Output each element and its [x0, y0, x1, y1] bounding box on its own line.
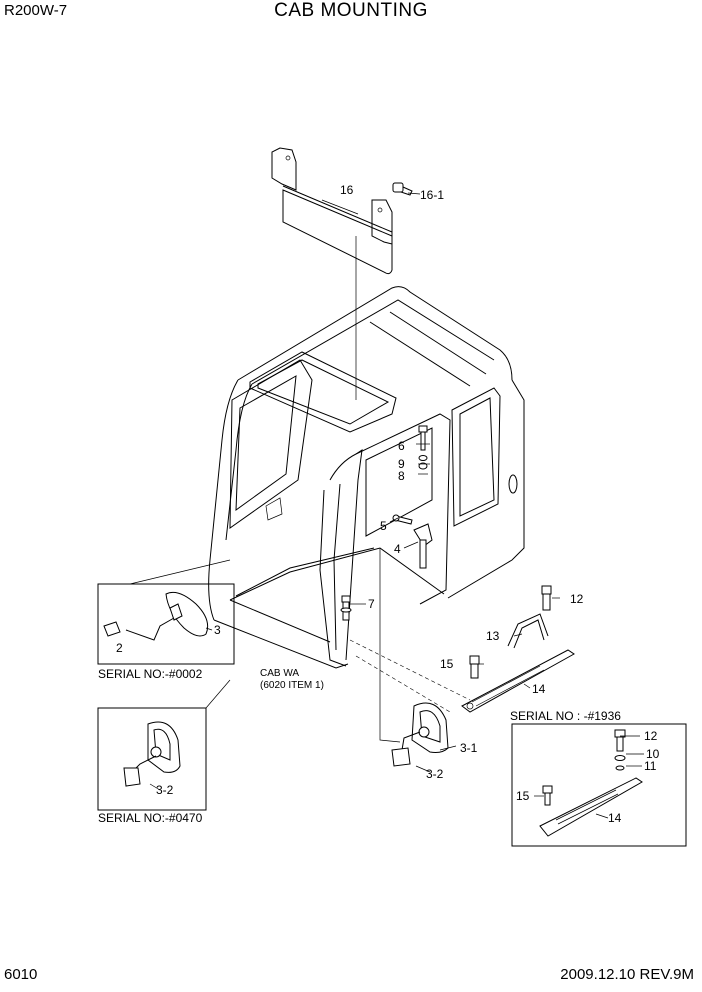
part-label-3-2-detail: 3-2 [156, 783, 174, 797]
part-label-3-1: 3-1 [460, 741, 478, 755]
model-number: R200W-7 [4, 2, 68, 19]
page-number: 6010 [4, 966, 38, 983]
mirror-assembly-a [103, 591, 209, 641]
part-label-14: 14 [532, 682, 546, 696]
detail-box-serial-c [511, 723, 687, 847]
part-label-15: 15 [440, 657, 454, 671]
part-label-12: 12 [570, 592, 584, 606]
part-label-6: 6 [398, 439, 405, 453]
cab-frame [208, 286, 525, 669]
part-label-16: 16 [340, 183, 354, 197]
detail-box-serial-b [97, 707, 207, 811]
part-label-16-1: 16-1 [420, 188, 444, 202]
part-label-15-detail: 15 [516, 789, 530, 803]
serial-note-c: SERIAL NO : -#1936 [510, 709, 621, 723]
page-title: CAB MOUNTING [274, 0, 428, 21]
bolt-6-washers [418, 425, 428, 470]
part-label-10: 10 [646, 747, 660, 761]
part-label-4: 4 [394, 542, 401, 556]
part-label-11: 11 [644, 759, 657, 773]
part-label-3-2-main: 3-2 [426, 767, 444, 781]
part-label-9: 9 [398, 457, 405, 471]
lock-lever-4 [413, 523, 433, 569]
bolt-7 [340, 595, 352, 621]
part-label-5: 5 [380, 519, 387, 533]
part-label-13: 13 [486, 629, 500, 643]
part-label-12-detail: 12 [644, 729, 658, 743]
mirror-assembly-main [391, 702, 449, 767]
leader-lines [129, 192, 644, 819]
part-label-3: 3 [214, 623, 221, 637]
part-label-8: 8 [398, 469, 405, 483]
cab-wa-note: CAB WA [260, 668, 299, 679]
footstep-detail-c [539, 729, 643, 837]
serial-note-b: SERIAL NO:-#0470 [98, 811, 203, 825]
part-label-14-detail: 14 [608, 811, 622, 825]
part-label-2: 2 [116, 641, 123, 655]
detail-box-serial-a [97, 583, 235, 665]
footstep-main [461, 585, 575, 713]
cab-wa-item-note: (6020 ITEM 1) [260, 680, 324, 691]
part-label-7: 7 [368, 597, 375, 611]
pin-5 [392, 514, 413, 525]
mirror-assembly-b [123, 721, 181, 787]
serial-note-a: SERIAL NO:-#0002 [98, 667, 203, 681]
sun-visor [271, 147, 393, 275]
revision-date: 2009.12.10 REV.9M [560, 966, 694, 983]
